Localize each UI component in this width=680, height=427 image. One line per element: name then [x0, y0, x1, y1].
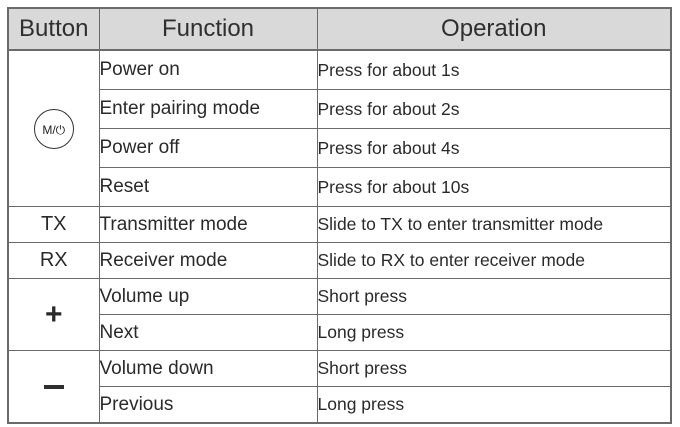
function-cell: Volume up: [98, 278, 318, 315]
header-operation: Operation: [316, 7, 672, 51]
header-function: Function: [98, 7, 318, 51]
rx-button-cell: RX: [7, 242, 100, 279]
operation-cell: Short press: [316, 350, 672, 387]
function-cell: Enter pairing mode: [98, 89, 318, 129]
operation-cell: Slide to RX to enter receiver mode: [316, 242, 672, 279]
function-cell: Reset: [98, 167, 318, 207]
function-cell: Volume down: [98, 350, 318, 387]
table-row: M/⏻ Power on Press for about 1s: [7, 49, 672, 207]
table-row: Volume down Short press: [7, 350, 672, 424]
operation-cell: Press for about 10s: [316, 167, 672, 207]
operation-cell: Press for about 4s: [316, 128, 672, 168]
operation-cell: Slide to TX to enter transmitter mode: [316, 206, 672, 243]
table-row: RX Receiver mode Slide to RX to enter re…: [7, 242, 672, 279]
header-row: Button Function Operation: [7, 7, 672, 51]
operation-table: Button Function Operation M/⏻ Power on P…: [7, 7, 672, 424]
header-button: Button: [7, 7, 100, 51]
function-cell: Power on: [98, 49, 318, 90]
table-row: + Volume up Short press: [7, 278, 672, 351]
table-row: Next Long press: [8, 314, 672, 351]
table-row: Power off Press for about 4s: [8, 128, 672, 168]
table-row: Previous Long press: [8, 386, 672, 424]
table-row: TX Transmitter mode Slide to TX to enter…: [7, 206, 672, 243]
minus-icon: [43, 384, 64, 389]
mode-button-cell: M/⏻: [7, 49, 100, 207]
operation-cell: Press for about 2s: [316, 89, 672, 129]
operation-cell: Long press: [316, 314, 672, 351]
operation-cell: Short press: [316, 278, 672, 315]
function-cell: Receiver mode: [98, 242, 318, 279]
plus-icon: +: [44, 297, 63, 331]
function-cell: Power off: [98, 128, 318, 168]
mode-power-icon: M/⏻: [33, 108, 74, 149]
function-cell: Transmitter mode: [98, 206, 318, 243]
function-cell: Previous: [98, 386, 318, 424]
plus-button-cell: +: [7, 278, 100, 351]
operation-cell: Long press: [316, 386, 672, 424]
operation-cell: Press for about 1s: [316, 49, 672, 90]
table-row: Reset Press for about 10s: [8, 167, 672, 207]
table-row: Enter pairing mode Press for about 2s: [8, 89, 672, 129]
tx-button-cell: TX: [7, 206, 100, 243]
function-cell: Next: [98, 314, 318, 351]
minus-button-cell: [7, 350, 100, 424]
